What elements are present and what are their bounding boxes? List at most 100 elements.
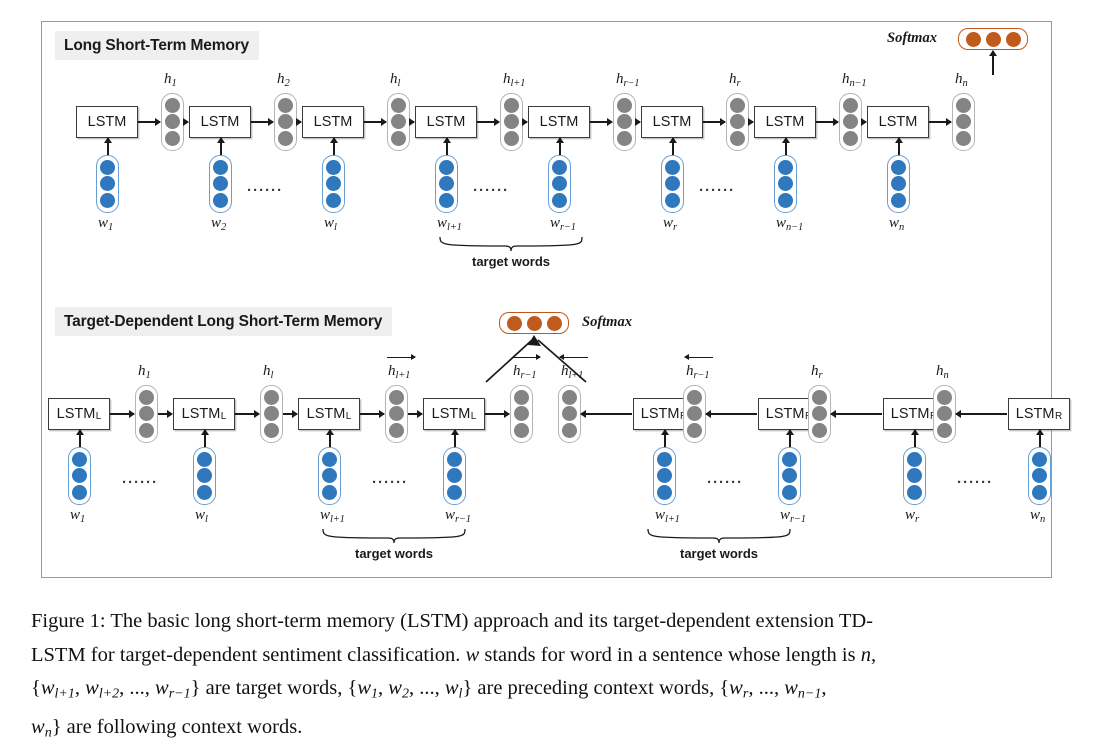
hidden-unit (278, 131, 293, 147)
arrow-r-cell1-to-h (580, 410, 632, 418)
lstm-cell-2: LSTM (189, 106, 251, 138)
arrow-w5-to-cell5 (556, 137, 564, 155)
lstm-l-cell-1: LSTML (48, 398, 110, 430)
caption-line-4: wn} are following context words. (31, 716, 303, 741)
math-subscript: 2 (284, 78, 290, 89)
lstm-cell-subscript: R (1054, 411, 1063, 422)
hidden-unit (562, 406, 577, 422)
math-subscript: r−1 (693, 370, 710, 381)
math-subscript: n (899, 222, 905, 233)
hidden-unit (562, 423, 577, 439)
math-subscript: r−1 (623, 78, 640, 89)
word-unit (782, 485, 797, 501)
hidden-state-l-column-1 (135, 385, 158, 443)
hidden-state-column-8 (952, 93, 975, 151)
caption-line-3: {wl+1, wl+2, ..., wr−1} are target words… (31, 677, 827, 702)
arrow-w2-to-cell2 (217, 137, 225, 155)
word-unit (665, 193, 680, 209)
hidden-unit (264, 406, 279, 422)
word-vector-column-1 (96, 155, 119, 213)
hidden-state-r-column-4 (933, 385, 956, 443)
word-label-4: wl+1 (437, 215, 462, 233)
hidden-label-3: hl (390, 71, 401, 89)
arrow-h6-to-cell7 (748, 118, 754, 126)
arrow-h3-to-cell4 (409, 118, 415, 126)
hidden-label-8: hn (955, 71, 968, 89)
hidden-unit (514, 406, 529, 422)
word-vector-r-column-1 (653, 447, 676, 505)
word-unit (657, 451, 672, 467)
lstm-cell-subscript: L (220, 411, 227, 422)
math-subscript: r (818, 370, 823, 381)
word-unit (552, 159, 567, 175)
arrow-wl1-to-cell (76, 429, 84, 447)
lstm-cell-label: LSTM (539, 114, 579, 130)
target-words-brace-l (322, 528, 466, 544)
math-subscript: 1 (171, 78, 177, 89)
word-label-2: w2 (211, 215, 227, 233)
word-unit (1032, 468, 1047, 484)
hidden-unit (843, 131, 858, 147)
ellipsis-r-2: ······ (957, 474, 993, 491)
word-unit (1032, 451, 1047, 467)
arrow-cell6-to-h6 (703, 118, 726, 126)
arrow-w4-to-cell4 (443, 137, 451, 155)
hidden-label-5: hr−1 (616, 71, 640, 89)
hidden-unit (389, 389, 404, 405)
hidden-unit (139, 406, 154, 422)
hidden-unit (278, 114, 293, 130)
arrow-cell4-to-h4 (477, 118, 500, 126)
hidden-unit (956, 114, 971, 130)
word-label-8: wn (889, 215, 905, 233)
panel-title-lstm: Long Short-Term Memory (55, 31, 260, 60)
lstm-cell-label: LSTM (652, 114, 692, 130)
hidden-unit (391, 131, 406, 147)
arrow-h5-to-cell6 (635, 118, 641, 126)
arrow-r-cell3-to-h (830, 410, 882, 418)
hidden-unit (687, 389, 702, 405)
math-subscript: r (915, 514, 919, 525)
arrow-cell7-to-h7 (816, 118, 839, 126)
word-unit (213, 193, 228, 209)
word-unit (778, 193, 793, 209)
math-subscript: l+1 (395, 370, 411, 381)
arrow-hn-to-softmax (989, 50, 997, 75)
word-unit (100, 176, 115, 192)
word-label-1: w1 (98, 215, 114, 233)
word-unit (552, 176, 567, 192)
word-unit (778, 159, 793, 175)
panel-title-td-lstm: Target-Dependent Long Short-Term Memory (55, 307, 393, 336)
hidden-l-label-4: hr−1 (513, 363, 537, 381)
arrow-wl3-to-cell (326, 429, 334, 447)
word-unit (907, 485, 922, 501)
word-unit (447, 468, 462, 484)
math-subscript: r−1 (520, 370, 537, 381)
math-subscript: l (334, 222, 337, 233)
lstm-cell-label: LSTM (87, 114, 127, 130)
hidden-unit (139, 423, 154, 439)
math-subscript: 1 (108, 222, 114, 233)
arrow-w3-to-cell3 (330, 137, 338, 155)
hidden-label-1: h1 (164, 71, 177, 89)
math-subscript: r−1 (790, 514, 806, 525)
word-unit (100, 159, 115, 175)
lstm-cell-8: LSTM (867, 106, 929, 138)
over-arrow-right (387, 353, 416, 362)
arrow-wr1-to-cell (661, 429, 669, 447)
lstm-l-cell-4: LSTML (423, 398, 485, 430)
word-unit (213, 176, 228, 192)
hidden-r-label-3: hr (811, 363, 823, 381)
word-unit (326, 159, 341, 175)
word-unit (891, 193, 906, 209)
math-subscript: l+1 (330, 514, 345, 525)
arrow-w1-to-cell1 (104, 137, 112, 155)
word-l-label-4: wr−1 (445, 507, 471, 525)
lstm-cell-5: LSTM (528, 106, 590, 138)
math-subscript: r (736, 78, 741, 89)
word-unit (322, 468, 337, 484)
hidden-state-column-5 (613, 93, 636, 151)
word-l-label-1: w1 (70, 507, 86, 525)
hidden-state-column-6 (726, 93, 749, 151)
arrow-r-cell2-to-h (705, 410, 757, 418)
